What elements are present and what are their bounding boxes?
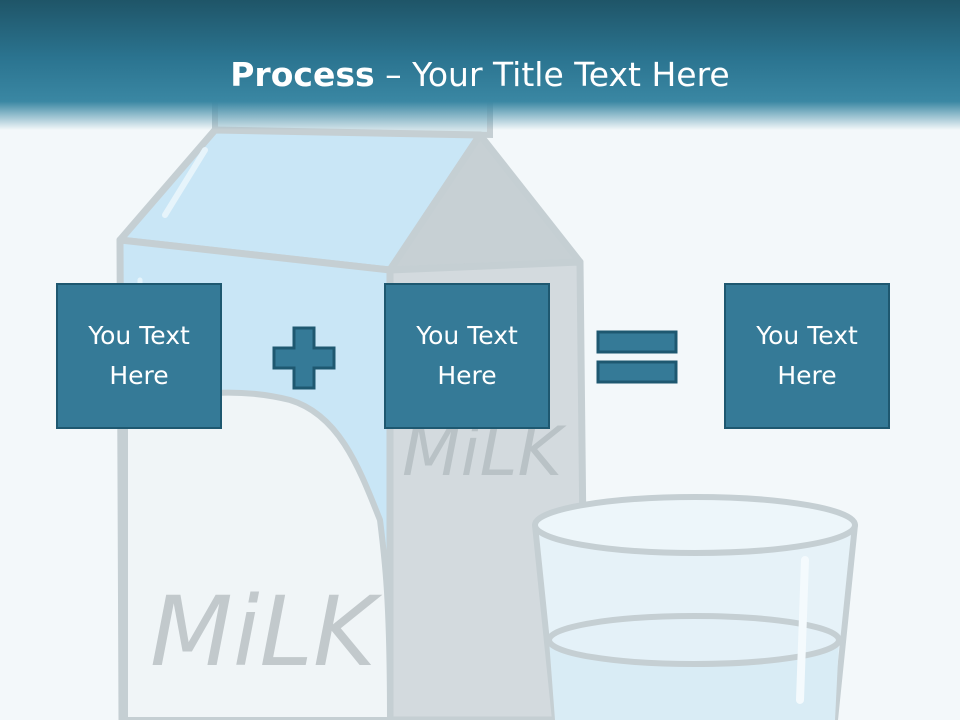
slide-title: Process – Your Title Text Here [0,52,960,98]
process-box-2[interactable]: You Text Here [384,283,550,429]
plus-icon [272,326,336,390]
process-box-1[interactable]: You Text Here [56,283,222,429]
title-rest: Your Title Text Here [412,55,730,94]
carton-front-label: MiLK [150,576,383,688]
title-separator: – [374,55,413,94]
title-bold: Process [230,55,375,94]
title-bar [0,0,960,130]
process-box-3[interactable]: You Text Here [724,283,890,429]
equals-icon [596,330,678,384]
